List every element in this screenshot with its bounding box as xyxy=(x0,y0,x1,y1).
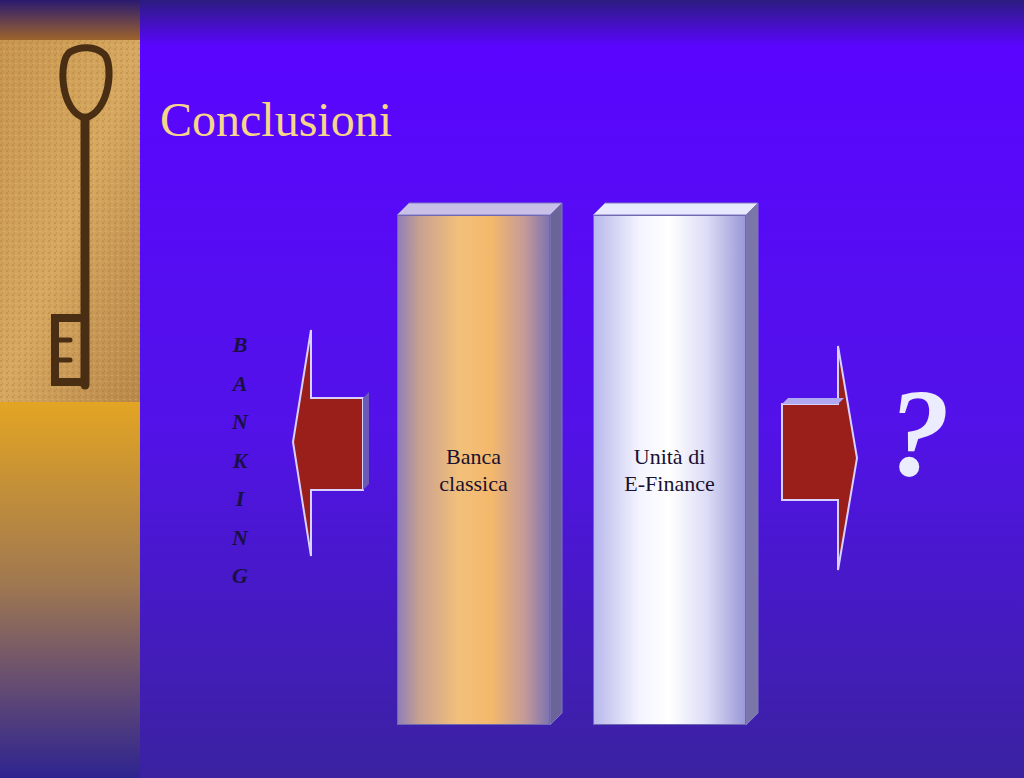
bar-label: Unità di E-Finance xyxy=(624,443,716,498)
bar-label: Banca classica xyxy=(428,443,520,498)
bar-box: Banca classica xyxy=(397,215,550,725)
left-block-arrow xyxy=(293,330,369,556)
right-block-arrow xyxy=(782,346,857,570)
sand-texture xyxy=(0,40,140,402)
arrow-side xyxy=(363,392,369,490)
slide-title: Conclusioni xyxy=(160,92,392,147)
bar-side xyxy=(550,203,562,725)
arrow-top xyxy=(782,398,844,404)
bar-3d-faces xyxy=(397,203,758,725)
arrow-shape xyxy=(782,346,857,570)
question-mark: ? xyxy=(888,372,950,496)
key-photo xyxy=(0,40,140,402)
bar-box: Unità di E-Finance xyxy=(593,215,746,725)
key-bit xyxy=(55,318,85,382)
key-illustration xyxy=(55,48,109,385)
arrow-shape xyxy=(293,330,363,556)
side-strip xyxy=(0,0,140,778)
key-bow xyxy=(63,48,109,118)
vertical-label: BANKING xyxy=(229,326,251,596)
key-notch xyxy=(55,338,70,343)
key-notch xyxy=(55,358,70,363)
bar-top xyxy=(397,203,562,215)
bar-top xyxy=(593,203,758,215)
key-shaft xyxy=(81,118,90,385)
bar-side xyxy=(746,203,758,725)
